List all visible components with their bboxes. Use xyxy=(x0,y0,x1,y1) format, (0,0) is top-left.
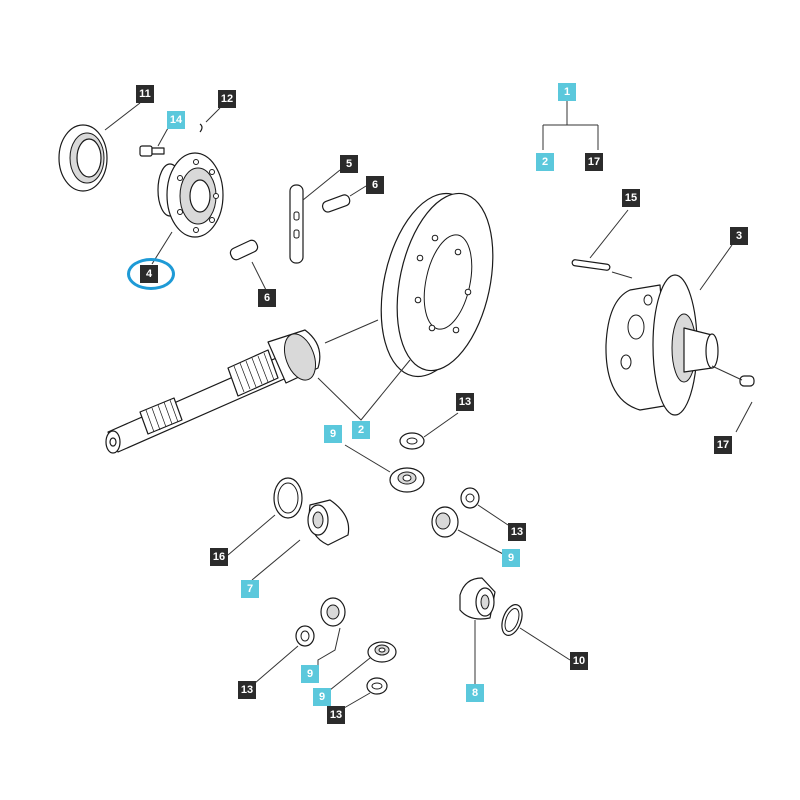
callout-17-top[interactable]: 17 xyxy=(585,153,603,171)
seal-ring-part-11 xyxy=(58,124,108,192)
leader-11 xyxy=(104,102,141,131)
washer-part-13-center-top xyxy=(399,432,425,450)
callout-13-lower-left[interactable]: 13 xyxy=(238,681,256,699)
leader-9-lower-a xyxy=(317,627,341,670)
leader-7 xyxy=(251,539,301,581)
pinion-shaft-part-2 xyxy=(105,329,321,454)
differential-housing-part-3 xyxy=(605,274,719,416)
callout-13-lower-bottom[interactable]: 13 xyxy=(327,706,345,724)
leader-13-lower-a xyxy=(254,645,299,684)
leader-2-lower xyxy=(317,359,411,421)
highlight-ring xyxy=(127,258,175,290)
ring-gear-part-2 xyxy=(380,192,494,378)
callout-9-lower-b[interactable]: 9 xyxy=(313,688,331,706)
washer-part-13-lower-a xyxy=(295,625,315,647)
leader-9-center-right xyxy=(457,529,506,556)
leader-13-center-right xyxy=(477,504,509,526)
leader-3 xyxy=(699,244,733,291)
callout-10[interactable]: 10 xyxy=(570,652,588,670)
leader-9-lower-b xyxy=(329,657,371,691)
washer-part-13-center-right xyxy=(460,487,480,509)
callout-8[interactable]: 8 xyxy=(466,684,484,702)
callout-16[interactable]: 16 xyxy=(210,548,228,566)
leader-10 xyxy=(519,627,571,661)
callout-2-shaft[interactable]: 2 xyxy=(352,421,370,439)
callout-13-center-right[interactable]: 13 xyxy=(508,523,526,541)
callout-9-upper[interactable]: 9 xyxy=(324,425,342,443)
shaft-pin-part-5 xyxy=(289,184,304,264)
leader-15-upper xyxy=(589,209,629,259)
flange-hub-part-4 xyxy=(157,152,224,238)
leader-13-center-top xyxy=(423,412,459,438)
pin-part-12 xyxy=(199,123,203,133)
leader-ring-gear xyxy=(324,319,379,344)
leader-13-lower-b xyxy=(343,692,371,709)
leader-12 xyxy=(205,107,221,123)
bolt-part-14 xyxy=(139,145,165,157)
leader-16 xyxy=(227,514,276,556)
callout-2-top[interactable]: 2 xyxy=(536,153,554,171)
callout-13-center-top[interactable]: 13 xyxy=(456,393,474,411)
callout-14[interactable]: 14 xyxy=(167,111,185,129)
callout-11[interactable]: 11 xyxy=(136,85,154,103)
gear-part-9-center-right xyxy=(431,506,459,538)
leader-9-center xyxy=(344,444,391,473)
washer-part-13-lower-b xyxy=(366,677,388,695)
side-gear-part-7 xyxy=(307,499,350,546)
pin-part-6-lower xyxy=(229,239,259,261)
pin-part-17 xyxy=(739,375,755,387)
leader-6-upper xyxy=(349,185,367,197)
side-gear-part-8 xyxy=(459,577,496,620)
leader-6-lower xyxy=(251,261,267,291)
callout-6-lower[interactable]: 6 xyxy=(258,289,276,307)
callout-1[interactable]: 1 xyxy=(558,83,576,101)
callout-9-center-right[interactable]: 9 xyxy=(502,549,520,567)
leader-15-lower xyxy=(611,271,633,279)
leader-17-upper xyxy=(711,365,743,381)
callout-9-lower-a[interactable]: 9 xyxy=(301,665,319,683)
callout-7[interactable]: 7 xyxy=(241,580,259,598)
leader-5 xyxy=(302,169,341,201)
assembly-tree-lines xyxy=(542,100,599,150)
shim-ring-part-10 xyxy=(501,604,523,636)
callout-12[interactable]: 12 xyxy=(218,90,236,108)
pin-part-15 xyxy=(571,259,611,271)
gear-part-9-lower-b xyxy=(367,641,397,663)
callout-6-upper[interactable]: 6 xyxy=(366,176,384,194)
gear-part-9-center xyxy=(389,467,425,493)
leader-17-lower xyxy=(735,401,753,433)
callout-15[interactable]: 15 xyxy=(622,189,640,207)
gear-part-9-lower-a xyxy=(320,597,346,627)
callout-4[interactable]: 4 xyxy=(140,265,158,283)
callout-17-right[interactable]: 17 xyxy=(714,436,732,454)
callout-3[interactable]: 3 xyxy=(730,227,748,245)
shim-ring-part-16 xyxy=(273,477,303,519)
callout-5[interactable]: 5 xyxy=(340,155,358,173)
leader-14 xyxy=(157,127,169,147)
pin-part-6-upper xyxy=(321,194,351,213)
